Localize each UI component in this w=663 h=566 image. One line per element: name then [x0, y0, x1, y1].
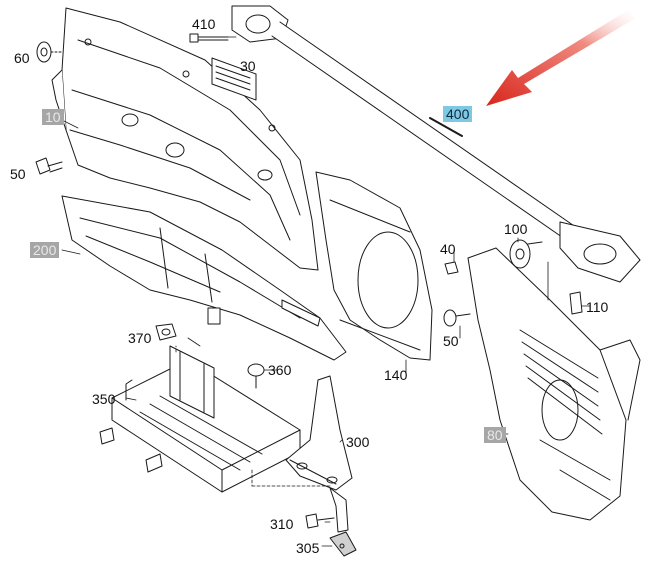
callout-50-left[interactable]: 50 — [10, 166, 26, 182]
callout-400[interactable]: 400 — [443, 106, 473, 122]
callout-40[interactable]: 40 — [440, 241, 456, 257]
callout-305[interactable]: 305 — [296, 540, 320, 556]
part-370-nut — [155, 323, 177, 341]
callout-60[interactable]: 60 — [14, 50, 30, 66]
callout-360[interactable]: 360 — [268, 362, 292, 378]
callout-300[interactable]: 300 — [346, 434, 370, 450]
callout-30[interactable]: 30 — [240, 58, 256, 74]
leader-lines — [61, 36, 591, 547]
part-60-cap — [36, 41, 63, 63]
part-410-bolt — [189, 33, 229, 43]
callout-110[interactable]: 110 — [586, 299, 609, 315]
callout-200[interactable]: 200 — [30, 242, 60, 258]
callout-100[interactable]: 100 — [504, 221, 528, 237]
callout-410[interactable]: 410 — [192, 16, 216, 32]
part-400-strut-brace — [231, 5, 641, 283]
part-50-bolt-right — [443, 309, 471, 327]
part-40-nut — [444, 261, 459, 275]
pointer-arrow — [486, 10, 636, 106]
part-350-battery-tray — [99, 345, 301, 493]
part-305-plate — [329, 531, 357, 557]
part-100-washer-bolt — [509, 239, 543, 269]
callout-310[interactable]: 310 — [270, 516, 294, 532]
part-110-clip — [569, 291, 583, 315]
part-80-housing — [467, 247, 641, 521]
part-310-bolt — [305, 513, 335, 529]
part-200-panel — [61, 195, 347, 361]
callout-140[interactable]: 140 — [384, 367, 408, 383]
callout-50-right[interactable]: 50 — [443, 333, 459, 349]
callout-370[interactable]: 370 — [128, 330, 152, 346]
callout-10[interactable]: 10 — [42, 109, 64, 125]
part-360-screw — [247, 363, 265, 389]
callout-80[interactable]: 80 — [484, 427, 506, 443]
part-30-label — [211, 57, 257, 101]
part-140-panel — [315, 171, 433, 361]
callout-350[interactable]: 350 — [92, 391, 116, 407]
part-300-bracket — [285, 375, 353, 533]
part-50-bolt-left — [35, 157, 63, 175]
